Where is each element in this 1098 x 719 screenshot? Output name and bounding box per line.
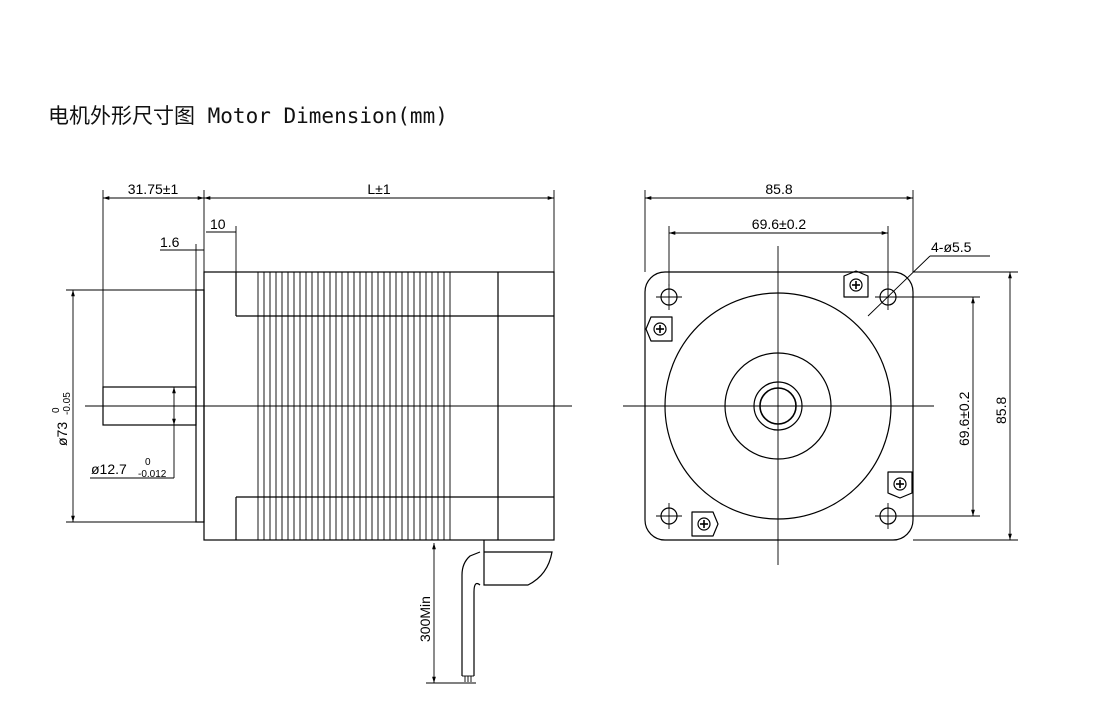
screw — [843, 270, 869, 298]
dim-shaft-tol-upper: 0 — [145, 457, 151, 468]
front-view: 85.8 69.6±0.2 4-ø5.5 69.6±0.2 85.8 — [623, 181, 1018, 565]
dim-front-length: 31.75±1 — [128, 181, 179, 197]
page-title: 电机外形尺寸图 Motor Dimension(mm) — [48, 104, 448, 128]
dim-lead-length: 300Min — [417, 596, 433, 642]
dim-pilot-tol-lower: -0.05 — [62, 392, 73, 415]
screws — [645, 270, 913, 537]
dim-hole-count-diameter: 4-ø5.5 — [931, 239, 972, 255]
screw — [691, 511, 719, 537]
dim-flange-thickness: 10 — [210, 216, 226, 232]
dim-body-length: L±1 — [367, 181, 390, 197]
mounting-hole — [656, 503, 682, 529]
dim-shaft-diameter: ø12.7 — [91, 461, 127, 477]
dim-hole-pitch-horizontal: 69.6±0.2 — [752, 216, 807, 232]
mounting-hole — [656, 284, 682, 310]
screw — [645, 316, 673, 342]
dim-boss-height: 1.6 — [160, 234, 180, 250]
lead-wire — [461, 551, 481, 676]
dim-pilot-diameter: ø73 — [54, 422, 70, 446]
screw — [887, 471, 913, 499]
dim-shaft-tol-lower: -0.012 — [138, 469, 167, 480]
lead-outlet — [483, 540, 553, 586]
mounting-holes — [656, 284, 901, 529]
dim-hole-pitch-vertical: 69.6±0.2 — [956, 391, 972, 446]
dim-pilot-tol-upper: 0 — [51, 407, 62, 413]
side-view: 31.75±1 L±1 10 1.6 ø73 0 -0.05 ø12.7 0 -… — [51, 181, 572, 684]
dim-front-height: 85.8 — [993, 397, 1009, 424]
dim-front-width: 85.8 — [765, 181, 792, 197]
